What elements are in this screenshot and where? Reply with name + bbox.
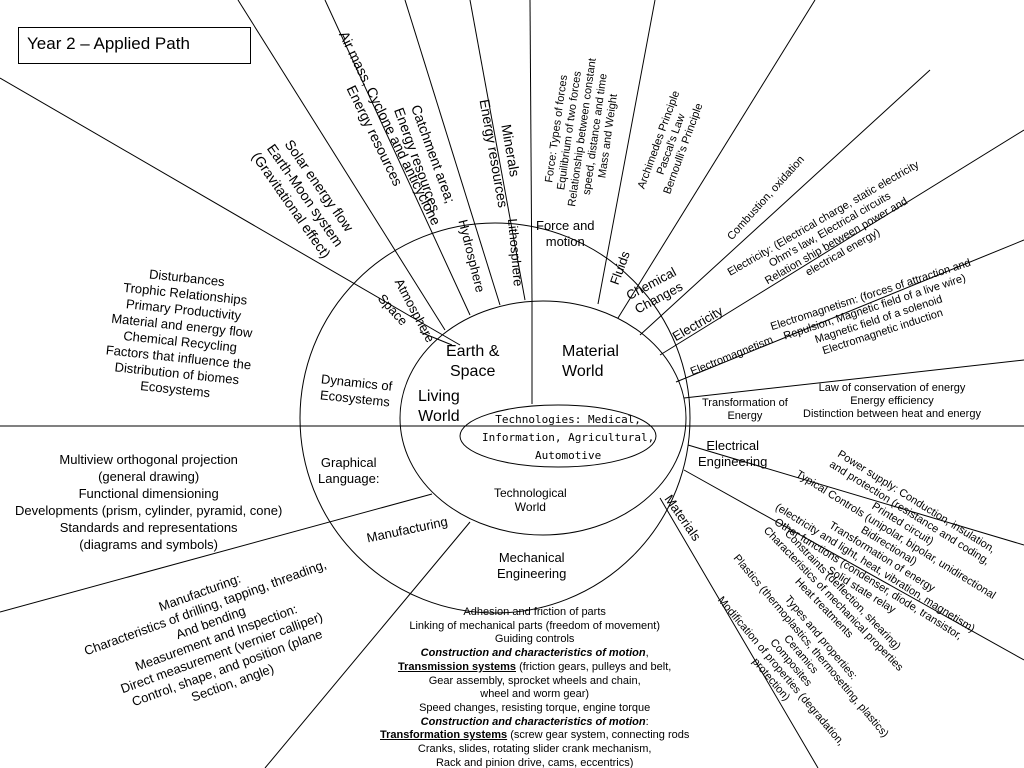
inner-ring [399,300,687,536]
technologies-label: Technologies: Medical,Information, Agric… [482,413,655,462]
mechanical-topics: Adhesion and friction of parts Linking o… [380,606,690,768]
earth-space-label: Earth &Space [446,343,500,380]
page-title: Year 2 – Applied Path [18,27,251,64]
technologies-ellipse [459,404,657,468]
outer-ring [299,222,691,614]
graphical-topics: Multiview orthogonal projection(general … [15,452,283,552]
